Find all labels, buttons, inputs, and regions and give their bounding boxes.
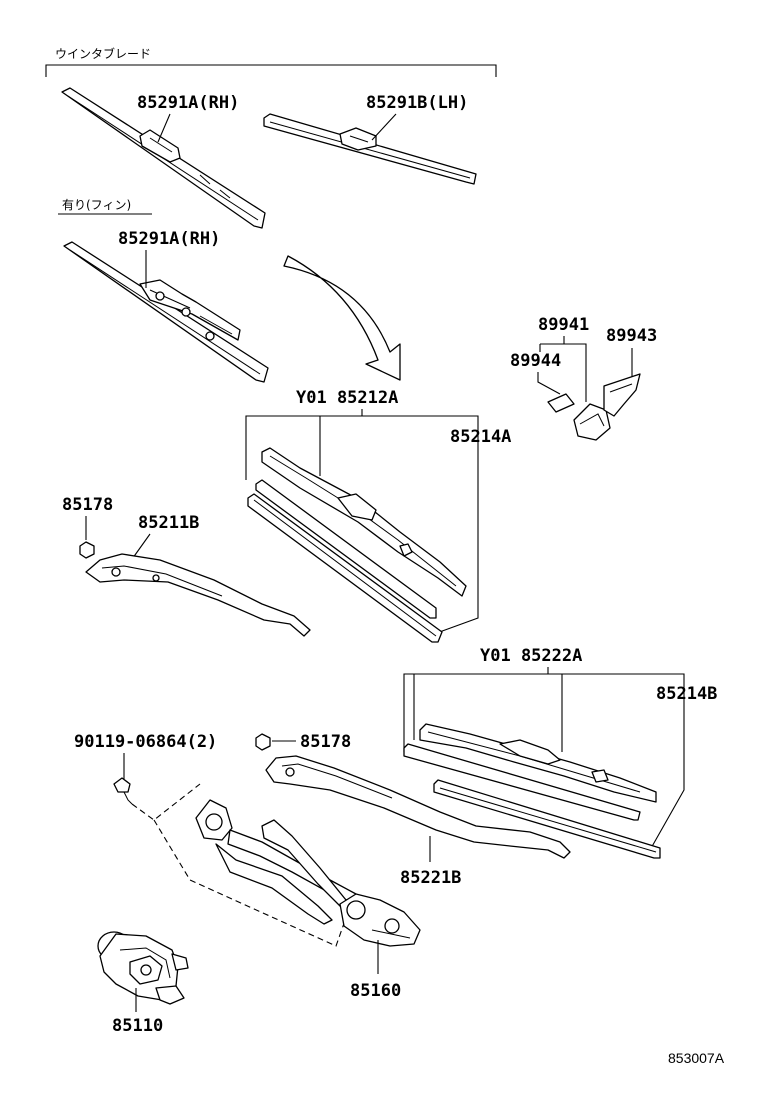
with-fin-group-label: 有り(フィン)	[62, 198, 131, 212]
winter-blade-lh-leader	[371, 113, 397, 141]
winter-blade-group-label: ウインタブレード	[55, 46, 151, 61]
bolt[interactable]	[113, 777, 133, 805]
front-nut-label: 85178	[62, 495, 113, 515]
pad-89944[interactable]	[547, 393, 575, 413]
front-blade-bracket	[245, 409, 479, 635]
bracket-89941-label: 89941	[538, 315, 589, 335]
rear-wiper-arm[interactable]	[265, 755, 571, 859]
cap-89943-label: 89943	[606, 326, 657, 346]
winter-blade-lh[interactable]	[263, 113, 477, 185]
rear-blade-label: Y01 85222A	[480, 646, 582, 666]
front-refill-label: 85214A	[450, 427, 511, 447]
front-wiper-blade[interactable]	[261, 447, 467, 597]
rear-arm-label: 85221B	[400, 868, 461, 888]
diagram-code: 853007A	[668, 1050, 725, 1066]
front-refill-strip[interactable]	[247, 479, 443, 643]
bracket-89941[interactable]	[573, 403, 611, 441]
front-arm-label: 85211B	[138, 513, 199, 533]
fin-blade-rh-label: 85291A(RH)	[118, 229, 220, 249]
winter-blade-rh[interactable]	[61, 87, 266, 229]
front-wiper-arm[interactable]	[85, 553, 311, 637]
linkage-label: 85160	[350, 981, 401, 1001]
rear-blade-bracket	[403, 667, 685, 851]
bracket-89941-leader	[539, 336, 587, 402]
replacement-arrow	[283, 255, 401, 381]
winter-blade-bracket-line	[45, 64, 497, 77]
rear-refill-strip[interactable]	[403, 743, 661, 859]
linkage-dashed-outline	[131, 783, 349, 947]
winter-blade-rh-leader	[157, 113, 171, 143]
front-nut[interactable]	[79, 541, 95, 559]
bolt-label: 90119-06864(2)	[74, 732, 217, 752]
rear-refill-label: 85214B	[656, 684, 717, 704]
rear-nut[interactable]	[255, 733, 271, 751]
wiper-motor[interactable]	[97, 931, 189, 1005]
fin-blade-rh[interactable]	[63, 241, 269, 383]
winter-blade-lh-label: 85291B(LH)	[366, 93, 468, 113]
winter-blade-group: ウインタブレード	[45, 46, 497, 77]
pad-89944-label: 89944	[510, 351, 561, 371]
rear-nut-label: 85178	[300, 732, 351, 752]
with-fin-group: 有り(フィン)	[58, 198, 152, 215]
front-blade-label: Y01 85212A	[296, 388, 398, 408]
cap-89943[interactable]	[603, 373, 641, 417]
wiper-linkage[interactable]	[195, 799, 421, 947]
motor-label: 85110	[112, 1016, 163, 1036]
winter-blade-rh-label: 85291A(RH)	[137, 93, 239, 113]
rear-wiper-blade[interactable]	[419, 723, 657, 803]
pad-89944-leader	[537, 372, 561, 395]
